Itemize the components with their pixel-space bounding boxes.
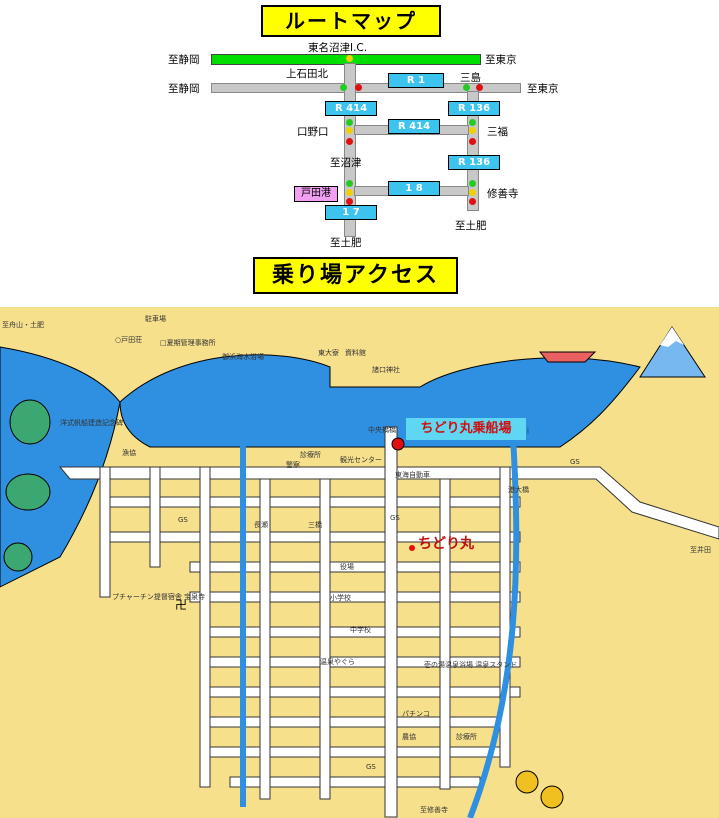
mountain-icon xyxy=(639,326,706,378)
mishima-label: 三島 xyxy=(460,72,481,84)
label-river-nagase: 長瀬 xyxy=(254,520,268,529)
shuzenji-label: 修善寺 xyxy=(487,188,519,200)
label-shrine: 諸口神社 xyxy=(372,365,400,374)
mikan-icon xyxy=(515,770,539,794)
traffic-light-icon xyxy=(346,127,353,134)
label-town-office: 役場 xyxy=(340,562,354,571)
label-temple: プチャーチン提督宿舎 宝泉寺 xyxy=(112,592,205,601)
to-toi-right-label: 至土肥 xyxy=(455,220,487,232)
label-elementary-school: 小学校 xyxy=(330,593,351,602)
label-to-ide: 至井田 xyxy=(690,545,711,554)
traffic-light-icon xyxy=(476,84,483,91)
route-1-sign: R 1 xyxy=(388,73,444,88)
label-heda-so: ○戸田荘 xyxy=(115,335,142,344)
chidori-marker-icon xyxy=(409,545,415,551)
label-gs: GS xyxy=(570,458,580,466)
label-junior-high: 中学校 xyxy=(350,625,371,634)
to-shizuoka-label-2: 至静岡 xyxy=(168,83,200,95)
to-shizuoka-label-1: 至静岡 xyxy=(168,54,200,66)
boarding-marker-icon xyxy=(391,437,405,451)
label-to-shuzenji: 至修善寺 xyxy=(420,805,448,814)
island-icon xyxy=(5,473,51,511)
traffic-light-icon xyxy=(469,189,476,196)
label-parking: 駐車場 xyxy=(145,314,166,323)
label-kanko-center: 観光センター xyxy=(340,455,382,464)
traffic-light-icon xyxy=(340,84,347,91)
mifuku-label: 三福 xyxy=(487,126,508,138)
traffic-light-icon xyxy=(355,84,362,91)
label-police: 警察 xyxy=(286,460,300,469)
r414-left-sign: R 414 xyxy=(325,101,377,116)
boarding-place-label: ちどり丸乗船場 xyxy=(406,418,526,440)
traffic-light-icon xyxy=(469,138,476,145)
chidori-label: ちどり丸 xyxy=(418,536,474,552)
label-prefecture-office: □夏期管理事務所 xyxy=(160,338,216,347)
island-icon xyxy=(3,542,33,572)
traffic-light-icon xyxy=(469,198,476,205)
route1-road xyxy=(211,83,521,93)
label-sea-bath: 御浜海水浴場 xyxy=(222,352,264,361)
heda-port-box: 戸田港 xyxy=(294,186,338,202)
kuchinoguchi-label: 口野口 xyxy=(297,126,329,138)
ship-icon xyxy=(538,351,597,363)
r136-top-sign: R 136 xyxy=(448,101,500,116)
label-univ-house: 東大寮 xyxy=(318,348,339,357)
to-tokyo-label-1: 至東京 xyxy=(485,54,517,66)
route-map-title: ルートマップ xyxy=(261,5,441,37)
river xyxy=(467,436,520,818)
label-central-bridge: 中央橋橋 xyxy=(368,425,396,434)
island-icon xyxy=(9,399,51,445)
label-pachinko: パチンコ xyxy=(402,710,430,718)
label-gs: GS xyxy=(178,516,188,524)
mikan-icon xyxy=(540,785,564,809)
label-tokai-bus: 東海自動車 xyxy=(395,470,430,479)
traffic-light-icon xyxy=(346,55,353,62)
label-clinic: 診療所 xyxy=(300,450,321,459)
r414-mid-sign: R 414 xyxy=(388,119,440,134)
label-fisheries: 漁協 xyxy=(122,448,136,457)
label-museum: 資料館 xyxy=(345,348,366,357)
access-map: 至舟山・土肥 ○戸田荘 □夏期管理事務所 駐車場 御浜海水浴場 東大寮 資料館 … xyxy=(0,307,719,818)
label-river-sanbashi: 三橋 xyxy=(308,520,322,529)
expressway-label: 東名沼津I.C. xyxy=(308,42,368,54)
traffic-light-icon xyxy=(346,198,353,205)
r17-sign: 1 7 xyxy=(325,205,377,220)
to-toi-left-label: 至土肥 xyxy=(330,237,362,249)
label-gs: GS xyxy=(390,514,400,522)
access-map-title: 乗り場アクセス xyxy=(253,257,458,294)
traffic-light-icon xyxy=(346,119,353,126)
label-onsen-stand: 壱の湯温泉浴場 温泉スタンド xyxy=(424,660,517,669)
r136-mid-sign: R 136 xyxy=(448,155,500,170)
label-ship-museum: 洋式帆船建造記念碑 xyxy=(60,418,123,427)
label-to-funayama: 至舟山・土肥 xyxy=(2,320,44,329)
label-onsen-yagura: 温泉やぐら xyxy=(320,657,355,666)
kamiishidakita-label: 上石田北 xyxy=(286,68,328,80)
traffic-light-icon xyxy=(346,180,353,187)
traffic-light-icon xyxy=(469,119,476,126)
mountain-snow xyxy=(660,327,684,347)
label-minato-bridge: 港大橋 xyxy=(508,485,529,494)
traffic-light-icon xyxy=(469,127,476,134)
temple-icon: 卍 xyxy=(175,598,187,612)
r18-sign: 1 8 xyxy=(388,181,440,196)
label-clinic-2: 診療所 xyxy=(456,732,477,741)
traffic-light-icon xyxy=(346,189,353,196)
traffic-light-icon xyxy=(469,180,476,187)
traffic-light-icon xyxy=(463,84,470,91)
to-tokyo-label-2: 至東京 xyxy=(527,83,559,95)
traffic-light-icon xyxy=(346,138,353,145)
label-gs: GS xyxy=(366,763,376,771)
label-nokyo: 農協 xyxy=(402,732,416,741)
to-numazu-label: 至沼津 xyxy=(330,157,362,169)
road-network xyxy=(58,426,719,818)
